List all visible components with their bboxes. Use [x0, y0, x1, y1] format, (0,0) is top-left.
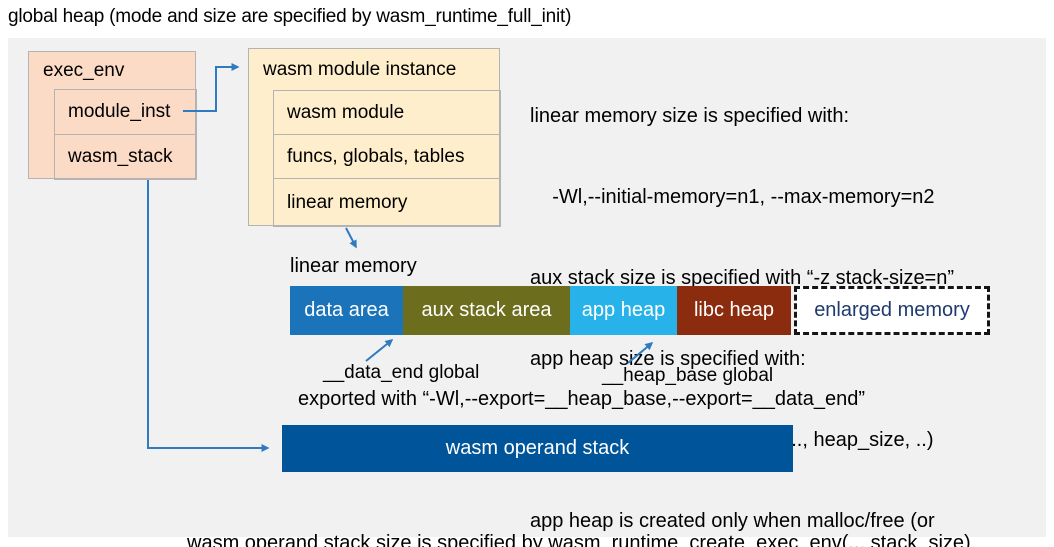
segment-enlarged-memory: enlarged memory [794, 286, 990, 335]
diagram-title: global heap (mode and size are specified… [8, 6, 572, 27]
module-instance-field-linear-memory: linear memory [273, 178, 501, 227]
wasm-operand-stack-bar: wasm operand stack [282, 425, 793, 472]
note-line: linear memory size is specified with: [530, 105, 849, 127]
heap-base-global-label: __heap_base global [602, 365, 774, 386]
segment-libc-heap: libc heap [677, 286, 791, 335]
exec-env-box: exec_env module_inst wasm_stack [28, 51, 197, 180]
field-label: wasm module [287, 101, 405, 123]
wasm-module-instance-box: wasm module instance wasm module funcs, … [248, 48, 501, 227]
field-label: module_inst [68, 101, 171, 122]
exported-with-label: exported with “-Wl,--export=__heap_base,… [298, 388, 865, 410]
segment-app-heap: app heap [570, 286, 677, 335]
segment-aux-stack-area: aux stack area [403, 286, 570, 335]
wasm-module-instance-title: wasm module instance [263, 59, 457, 80]
note-line: -Wl,--initial-memory=n1, --max-memory=n2 [530, 186, 935, 208]
exec-env-field-module-inst: module_inst [54, 89, 197, 135]
module-instance-field-wasm-module: wasm module [273, 90, 501, 135]
field-label: linear memory [287, 191, 408, 213]
linear-memory-bar: data area aux stack area app heap libc h… [290, 286, 990, 335]
note-line: wasm operand stack size is specified by … [187, 532, 971, 547]
exec-env-field-wasm-stack: wasm_stack [54, 134, 197, 180]
segment-data-area: data area [290, 286, 403, 335]
note-line: aux stack size is specified with “-z sta… [530, 267, 955, 289]
linear-memory-label: linear memory [290, 255, 417, 277]
data-end-global-label: __data_end global [323, 362, 480, 383]
exec-env-title: exec_env [43, 60, 125, 81]
note-line: app heap is created only when malloc/fre… [530, 510, 935, 532]
module-instance-field-funcs-globals-tables: funcs, globals, tables [273, 134, 501, 179]
field-label: funcs, globals, tables [287, 145, 465, 167]
field-label: wasm_stack [68, 146, 173, 167]
operand-stack-notes: wasm operand stack size is specified by … [187, 481, 971, 547]
